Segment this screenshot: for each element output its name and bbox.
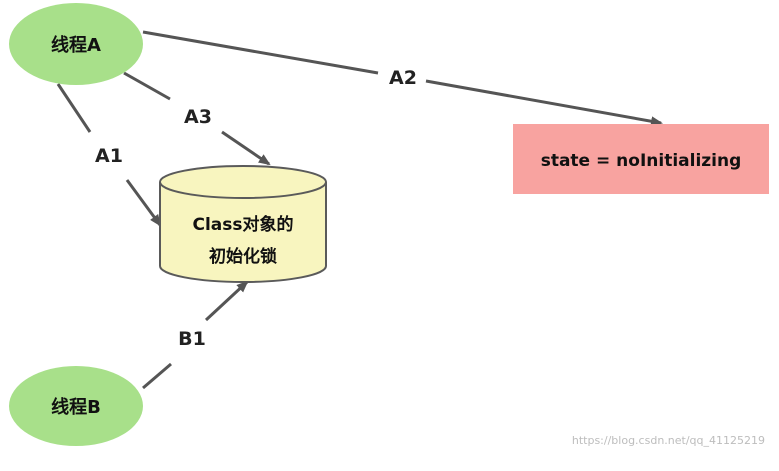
edge-a1-line-start [56, 83, 92, 133]
edge-a2: A2 [142, 30, 663, 127]
edge-a3-line-start [123, 71, 171, 101]
edge-b1: B1 [142, 280, 249, 390]
init-lock-cylinder-body [159, 182, 327, 283]
edge-b1-line-start [142, 362, 172, 390]
init-lock-label-line2: 初始化锁 [209, 246, 277, 267]
edge-a1-line-end [125, 179, 162, 227]
state-box: state = noInitializing [513, 124, 769, 194]
thread-b-ellipse [9, 366, 143, 446]
init-lock-label-line1: Class对象的 [192, 214, 293, 235]
edge-a2-line-end [425, 79, 663, 127]
edge-a3-label: A3 [184, 106, 212, 128]
edge-b1-label: B1 [178, 328, 206, 350]
state-box-rect [513, 124, 769, 194]
thread-b-label: 线程B [51, 396, 101, 418]
watermark-text: https://blog.csdn.net/qq_41125219 [571, 434, 765, 447]
edge-a1-label: A1 [95, 145, 123, 167]
edge-a3: A3 [123, 71, 271, 166]
thread-a-ellipse [9, 3, 143, 85]
edge-a3-line-end [221, 130, 271, 166]
state-box-label: state = noInitializing [541, 151, 742, 171]
thread-a-label: 线程A [51, 34, 101, 56]
thread-b-node: 线程B [9, 366, 143, 446]
init-lock-cylinder: Class对象的 初始化锁 [159, 165, 327, 283]
edge-a2-line-start [142, 30, 379, 75]
edge-a2-label: A2 [389, 67, 417, 89]
edge-b1-line-end [204, 280, 249, 322]
thread-a-node: 线程A [9, 3, 143, 85]
init-lock-cylinder-top [159, 165, 327, 199]
edge-a1: A1 [56, 83, 162, 227]
